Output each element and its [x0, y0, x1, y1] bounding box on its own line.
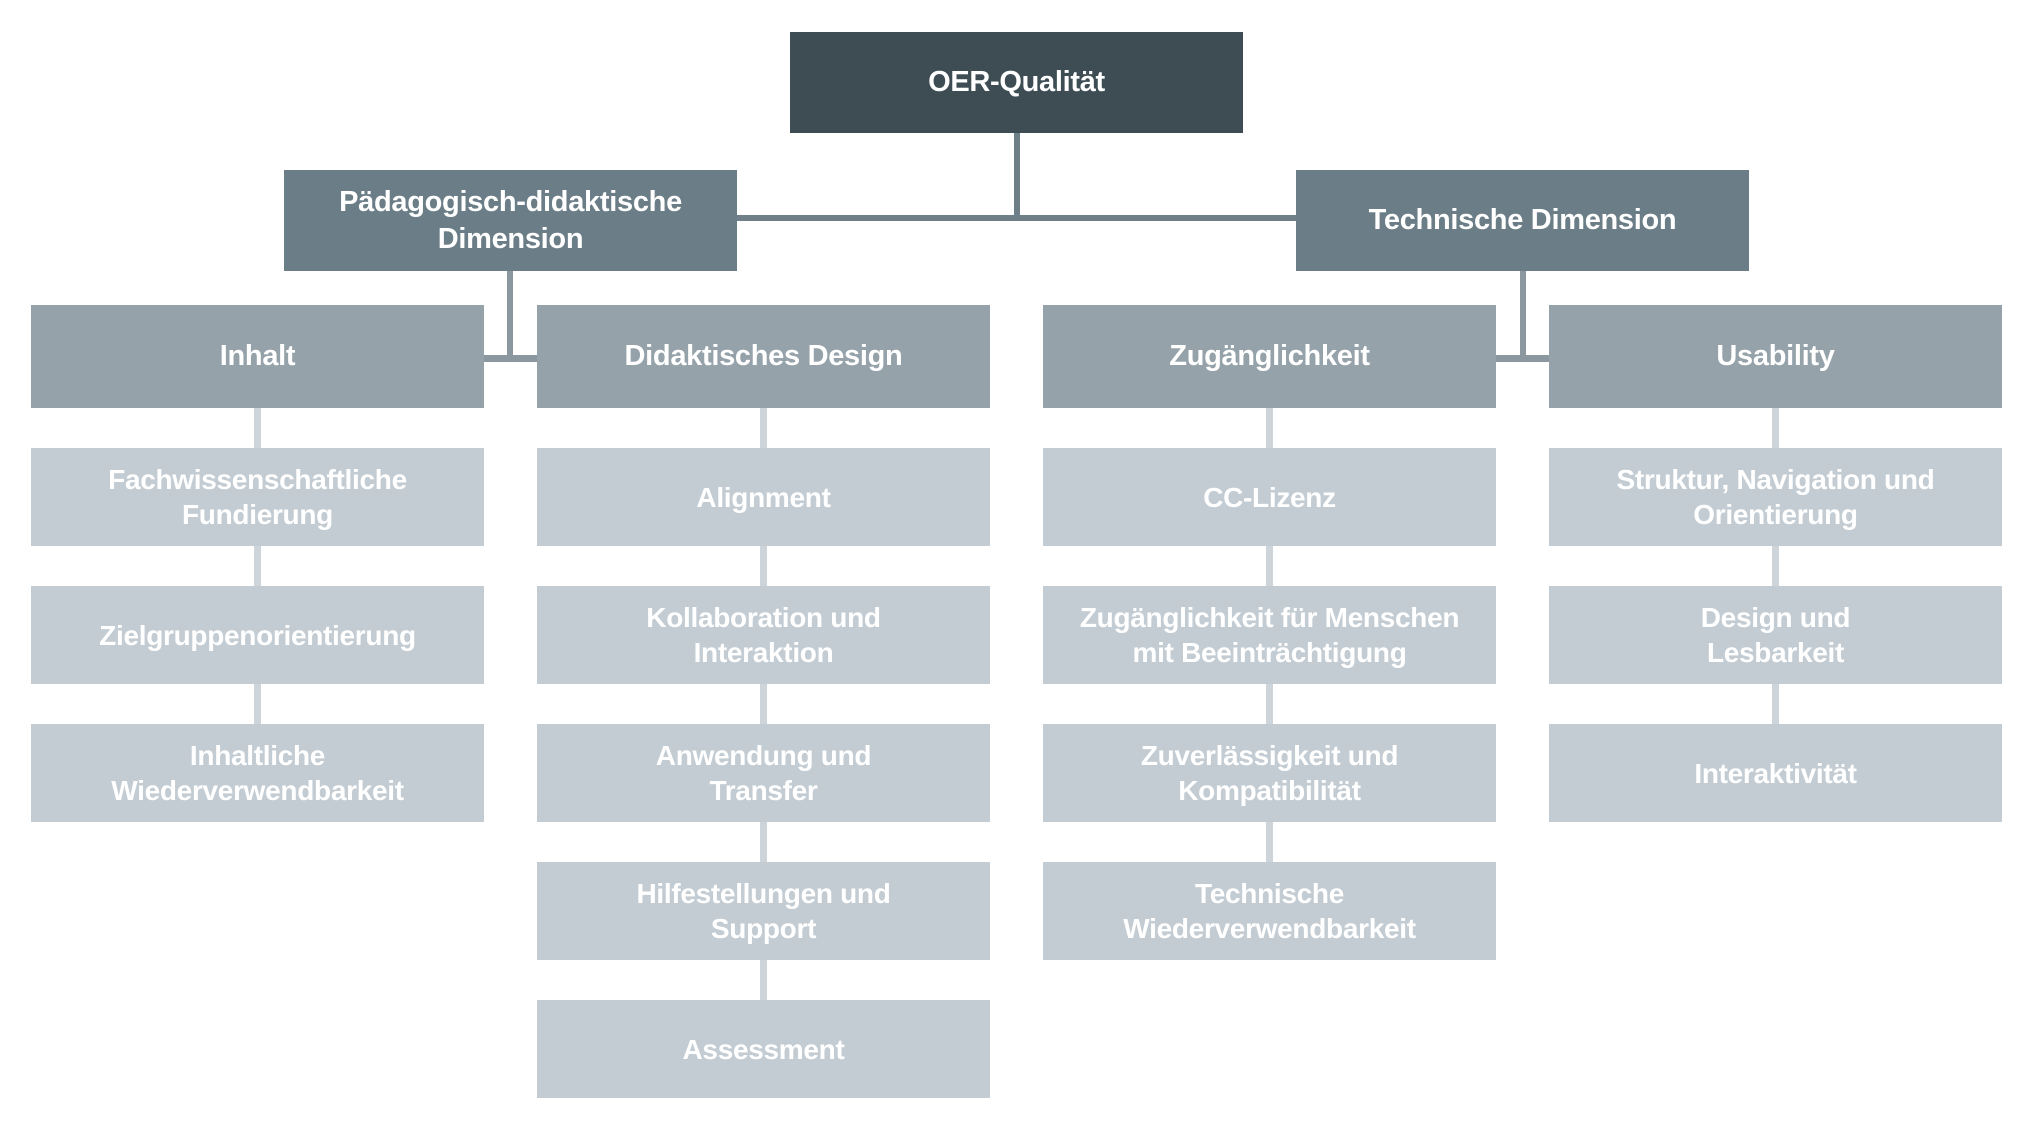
- node-interaktivitaet: Interaktivität: [1549, 724, 2002, 822]
- column-inhalt: Inhalt Fachwissenschaftliche Fundierung …: [31, 305, 484, 822]
- connector-usability-leaf-2: [1549, 546, 2002, 586]
- connector-root-vertical: [1014, 133, 1020, 221]
- connector-usability-leaf-1: [1549, 408, 2002, 448]
- connector-usability-leaf-3: [1549, 684, 2002, 724]
- node-alignment: Alignment: [537, 448, 990, 546]
- connector-technische-vertical: [1520, 271, 1526, 362]
- connector-didaktisches-leaf-3: [537, 684, 990, 724]
- node-zugaenglichkeit: Zugänglichkeit: [1043, 305, 1496, 408]
- connector-line: [1266, 408, 1273, 448]
- node-assessment: Assessment: [537, 1000, 990, 1098]
- connector-line: [254, 546, 261, 586]
- node-usability: Usability: [1549, 305, 2002, 408]
- connector-zugaenglichkeit-leaf-4: [1043, 822, 1496, 862]
- column-didaktisches-design: Didaktisches Design Alignment Kollaborat…: [537, 305, 990, 1098]
- node-struktur-navigation-und-orientierung: Struktur, Navigation und Orientierung: [1549, 448, 2002, 546]
- node-zielgruppenorientierung: Zielgruppenorientierung: [31, 586, 484, 684]
- connector-line: [1266, 546, 1273, 586]
- node-fachwissenschaftliche-fundierung: Fachwissenschaftliche Fundierung: [31, 448, 484, 546]
- node-inhalt: Inhalt: [31, 305, 484, 408]
- node-zugaenglichkeit-fuer-menschen-mit-beeintraechtigung: Zugänglichkeit für Menschen mit Beeinträ…: [1043, 586, 1496, 684]
- node-technische-dimension: Technische Dimension: [1296, 170, 1749, 271]
- node-inhaltliche-wiederverwendbarkeit: Inhaltliche Wiederverwendbarkeit: [31, 724, 484, 822]
- node-zuverlaessigkeit-und-kompatibilitaet: Zuverlässigkeit und Kompatibilität: [1043, 724, 1496, 822]
- connector-didaktisches-leaf-1: [537, 408, 990, 448]
- connector-line: [254, 684, 261, 724]
- connector-line: [760, 546, 767, 586]
- node-didaktisches-design: Didaktisches Design: [537, 305, 990, 408]
- connector-zugaenglichkeit-usability-bridge: [1496, 355, 1549, 362]
- connector-didaktisches-leaf-4: [537, 822, 990, 862]
- connector-line: [1772, 684, 1779, 724]
- node-technische-wiederverwendbarkeit: Technische Wiederverwendbarkeit: [1043, 862, 1496, 960]
- connector-inhalt-leaf-2: [31, 546, 484, 586]
- node-oer-qualitaet: OER-Qualität: [790, 32, 1243, 133]
- connector-line: [760, 960, 767, 1000]
- connector-didaktisches-leaf-5: [537, 960, 990, 1000]
- connector-inhalt-leaf-1: [31, 408, 484, 448]
- connector-root-horizontal: [737, 215, 1296, 221]
- column-zugaenglichkeit: Zugänglichkeit CC-Lizenz Zugänglichkeit …: [1043, 305, 1496, 960]
- connector-line: [1266, 684, 1273, 724]
- node-hilfestellungen-und-support: Hilfestellungen und Support: [537, 862, 990, 960]
- node-kollaboration-und-interaktion: Kollaboration und Interaktion: [537, 586, 990, 684]
- node-design-und-lesbarkeit: Design und Lesbarkeit: [1549, 586, 2002, 684]
- connector-line: [760, 408, 767, 448]
- connector-inhalt-leaf-3: [31, 684, 484, 724]
- connector-paedagogisch-vertical: [507, 271, 513, 362]
- connector-line: [760, 684, 767, 724]
- node-paedagogisch-didaktische-dimension: Pädagogisch-didaktische Dimension: [284, 170, 737, 271]
- connector-line: [1772, 408, 1779, 448]
- connector-line: [1772, 546, 1779, 586]
- column-usability: Usability Struktur, Navigation und Orien…: [1549, 305, 2002, 822]
- connector-zugaenglichkeit-leaf-3: [1043, 684, 1496, 724]
- connector-line: [760, 822, 767, 862]
- connector-line: [1266, 822, 1273, 862]
- connector-inhalt-didaktisches-bridge: [484, 355, 537, 362]
- connector-line: [254, 408, 261, 448]
- node-anwendung-und-transfer: Anwendung und Transfer: [537, 724, 990, 822]
- connector-didaktisches-leaf-2: [537, 546, 990, 586]
- node-cc-lizenz: CC-Lizenz: [1043, 448, 1496, 546]
- connector-zugaenglichkeit-leaf-2: [1043, 546, 1496, 586]
- connector-zugaenglichkeit-leaf-1: [1043, 408, 1496, 448]
